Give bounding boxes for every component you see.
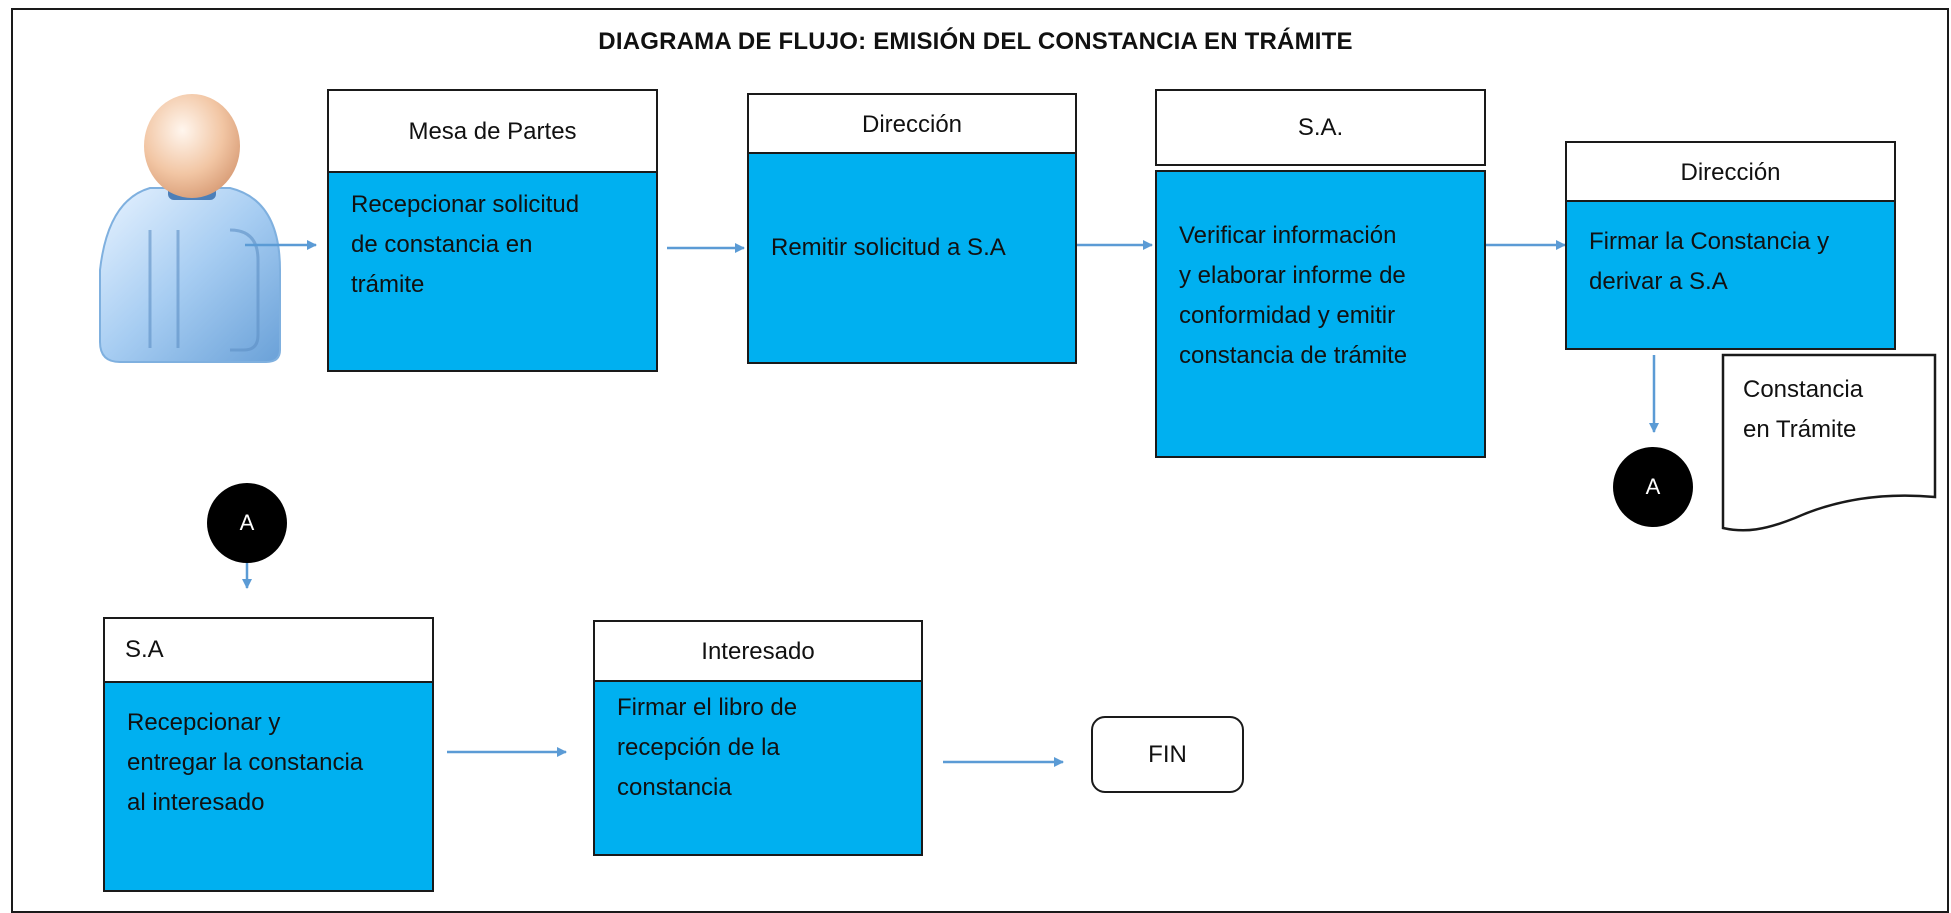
- user-icon: [99, 94, 281, 363]
- step-2-header: Dirección: [747, 93, 1077, 156]
- document-label: Constancia en Trámite: [1743, 376, 1864, 443]
- step-2-box: Remitir solicitud a S.A: [747, 152, 1077, 364]
- diagram-title: DIAGRAMA DE FLUJO: EMISIÓN DEL CONSTANCI…: [598, 28, 1353, 55]
- step-4-box: Firmar la Constancia y derivar a S.A: [1565, 200, 1896, 350]
- step-6-box: Firmar el libro de recepción de la const…: [593, 680, 923, 856]
- step-5-box: Recepcionar y entregar la constancia al …: [103, 681, 434, 892]
- step-1-box: Recepcionar solicitud de constancia en t…: [327, 171, 658, 372]
- step-3-box: Verificar información y elaborar informe…: [1155, 170, 1486, 458]
- document-shape: [1721, 353, 1937, 532]
- step-6-header: Interesado: [593, 620, 923, 684]
- step-4-header: Dirección: [1565, 141, 1896, 204]
- end-terminator: FIN: [1091, 716, 1244, 793]
- step-5-header: S.A: [103, 617, 434, 683]
- step-3-header: S.A.: [1155, 89, 1486, 166]
- step-1-header: Mesa de Partes: [327, 89, 658, 175]
- connector-a-top: A: [207, 483, 287, 563]
- connector-a-bottom: A: [1613, 447, 1693, 527]
